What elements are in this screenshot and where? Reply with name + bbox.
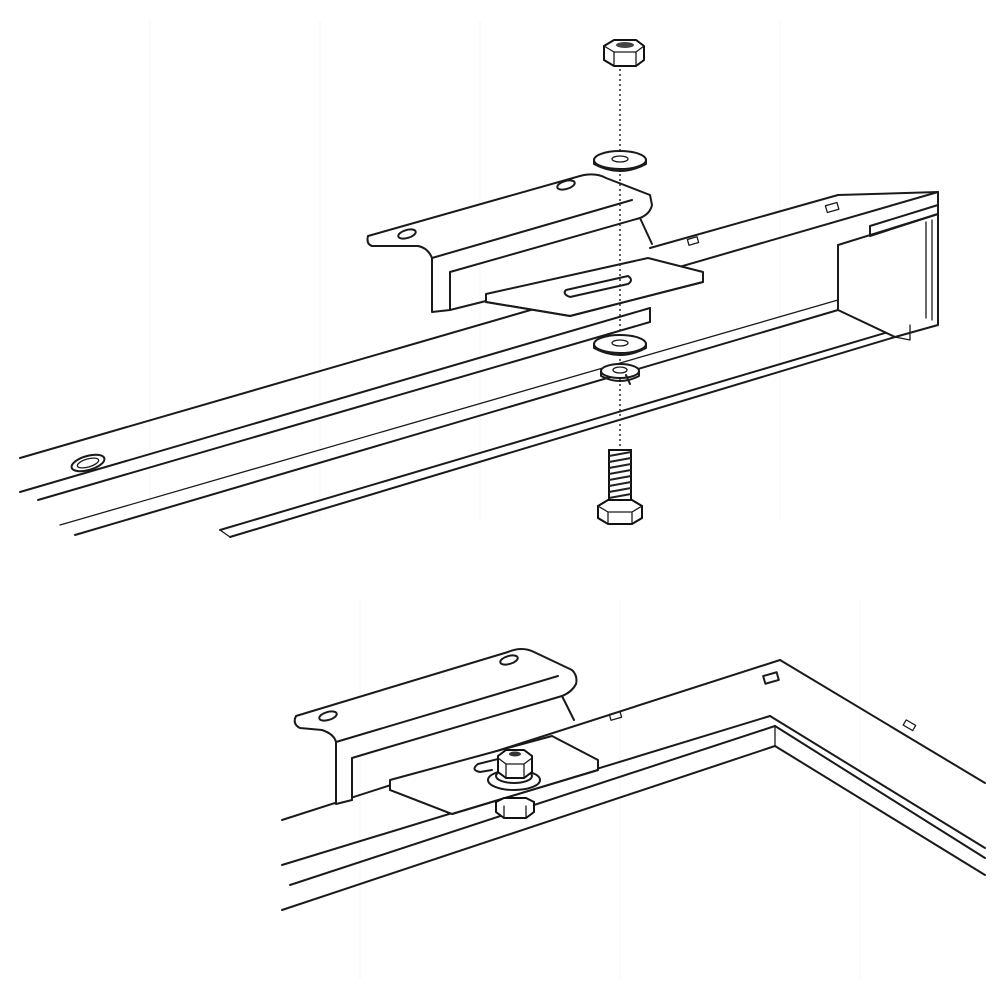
hex-nut (603, 39, 645, 67)
angle-bracket (366, 173, 653, 313)
flat-washer-top (593, 150, 647, 172)
installed-fastener (473, 749, 541, 819)
lock-washer (600, 363, 640, 385)
rail-channel (19, 191, 939, 538)
background-texture (149, 20, 861, 980)
slide-plate (485, 257, 704, 317)
angle-bracket-assembled (293, 648, 578, 805)
assembled-view (281, 648, 986, 911)
hex-bolt (597, 449, 643, 525)
flat-washer-bottom (593, 334, 647, 356)
exploded-view (19, 39, 939, 538)
